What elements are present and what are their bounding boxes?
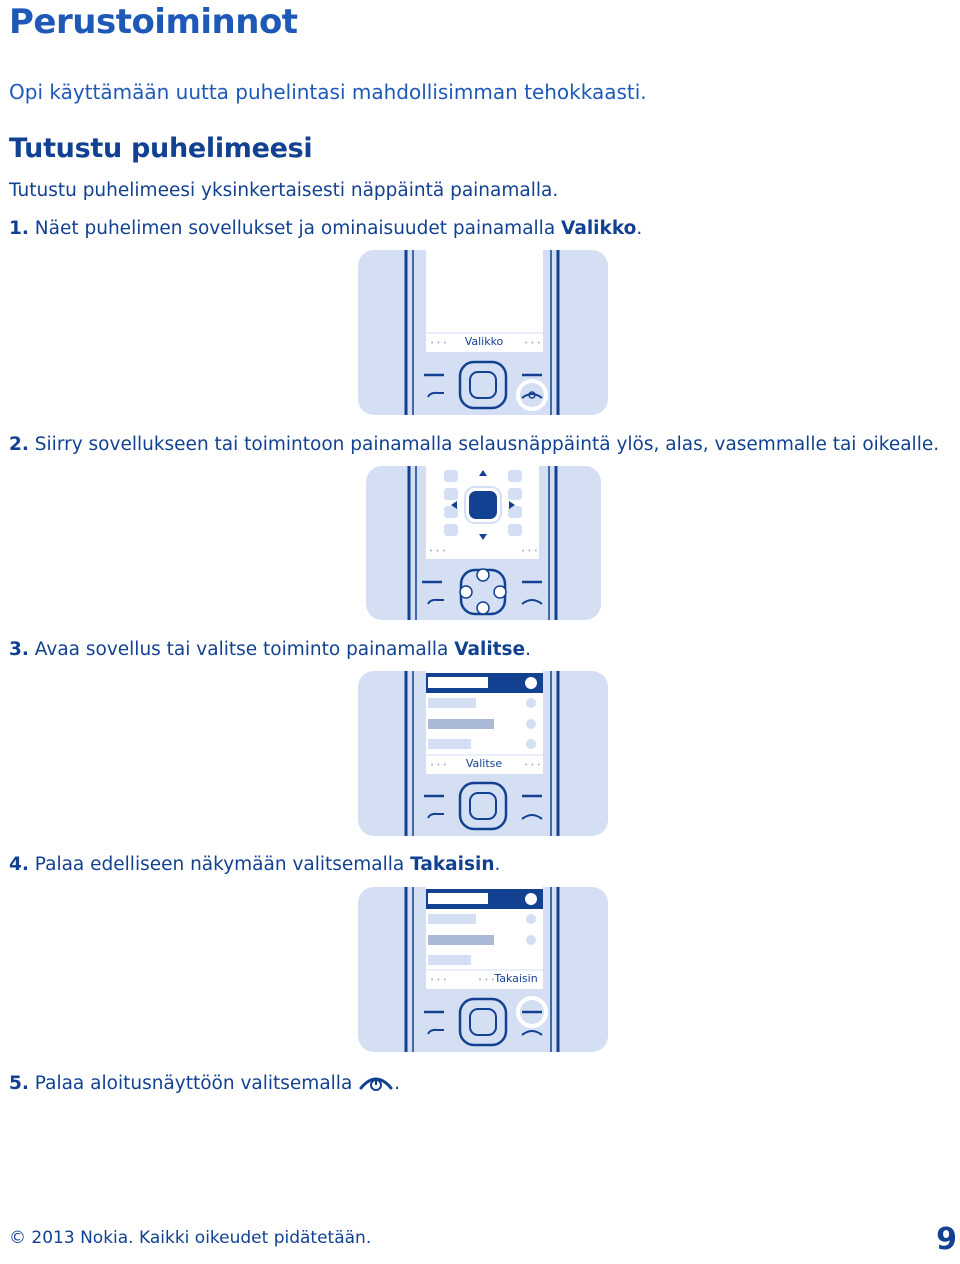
svg-text:• • •: • • •	[430, 976, 447, 984]
svg-text:• • •: • • •	[524, 761, 541, 769]
step-text: Siirry sovellukseen tai toimintoon paina…	[34, 434, 940, 455]
step-keyword: Valikko	[561, 218, 637, 239]
svg-text:• • •: • • •	[430, 761, 447, 769]
step-keyword: Takaisin	[410, 854, 495, 875]
softkey-label: Valitse	[466, 757, 503, 770]
step-tail: .	[494, 854, 501, 875]
page-title: Perustoiminnot	[9, 2, 298, 42]
step-2: 2. Siirry sovellukseen tai toimintoon pa…	[9, 434, 939, 455]
footer-copyright: © 2013 Nokia. Kaikki oikeudet pidätetään…	[9, 1228, 372, 1248]
svg-text:• • •: • • •	[521, 547, 538, 555]
softkey-label: Takaisin	[493, 972, 537, 985]
step-5: 5. Palaa aloitusnäyttöön valitsemalla .	[9, 1070, 400, 1094]
phone-illustration-back: • • • • • • Takaisin	[358, 887, 608, 1052]
phone-illustration-select: • • • • • • Valitse	[358, 671, 608, 836]
step-1: 1. Näet puhelimen sovellukset ja ominais…	[9, 218, 642, 239]
section-intro: Tutustu puhelimeesi yksinkertaisesti näp…	[9, 180, 559, 201]
step-4: 4. Palaa edelliseen näkymään valitsemall…	[9, 854, 500, 875]
step-text: Palaa aloitusnäyttöön valitsemalla	[34, 1073, 359, 1094]
step-keyword: Valitse	[454, 639, 526, 660]
step-text: Palaa edelliseen näkymään valitsemalla	[34, 854, 411, 875]
phone-illustration-menu: • • • • • • Valikko	[358, 250, 608, 415]
section-heading: Tutustu puhelimeesi	[9, 133, 313, 164]
step-number: 3.	[9, 639, 29, 660]
svg-text:• • •: • • •	[524, 339, 541, 347]
phone-illustration-navigation: • • • • • •	[366, 466, 601, 620]
end-key-icon	[359, 1077, 393, 1091]
step-number: 1.	[9, 218, 29, 239]
step-number: 5.	[9, 1073, 29, 1094]
page-intro: Opi käyttämään uutta puhelintasi mahdoll…	[9, 80, 647, 104]
step-text: Näet puhelimen sovellukset ja ominaisuud…	[34, 218, 562, 239]
softkey-label: Valikko	[465, 335, 504, 348]
svg-text:• • •: • • •	[429, 547, 446, 555]
step-number: 4.	[9, 854, 29, 875]
step-number: 2.	[9, 434, 29, 455]
step-tail: .	[636, 218, 643, 239]
svg-text:• • •: • • •	[478, 976, 495, 984]
step-tail: .	[525, 639, 531, 660]
step-text: Avaa sovellus tai valitse toiminto paina…	[34, 639, 455, 660]
step-tail: .	[394, 1073, 401, 1094]
step-3: 3. Avaa sovellus tai valitse toiminto pa…	[9, 639, 531, 660]
page-number: 9	[936, 1222, 957, 1257]
svg-text:• • •: • • •	[430, 339, 447, 347]
